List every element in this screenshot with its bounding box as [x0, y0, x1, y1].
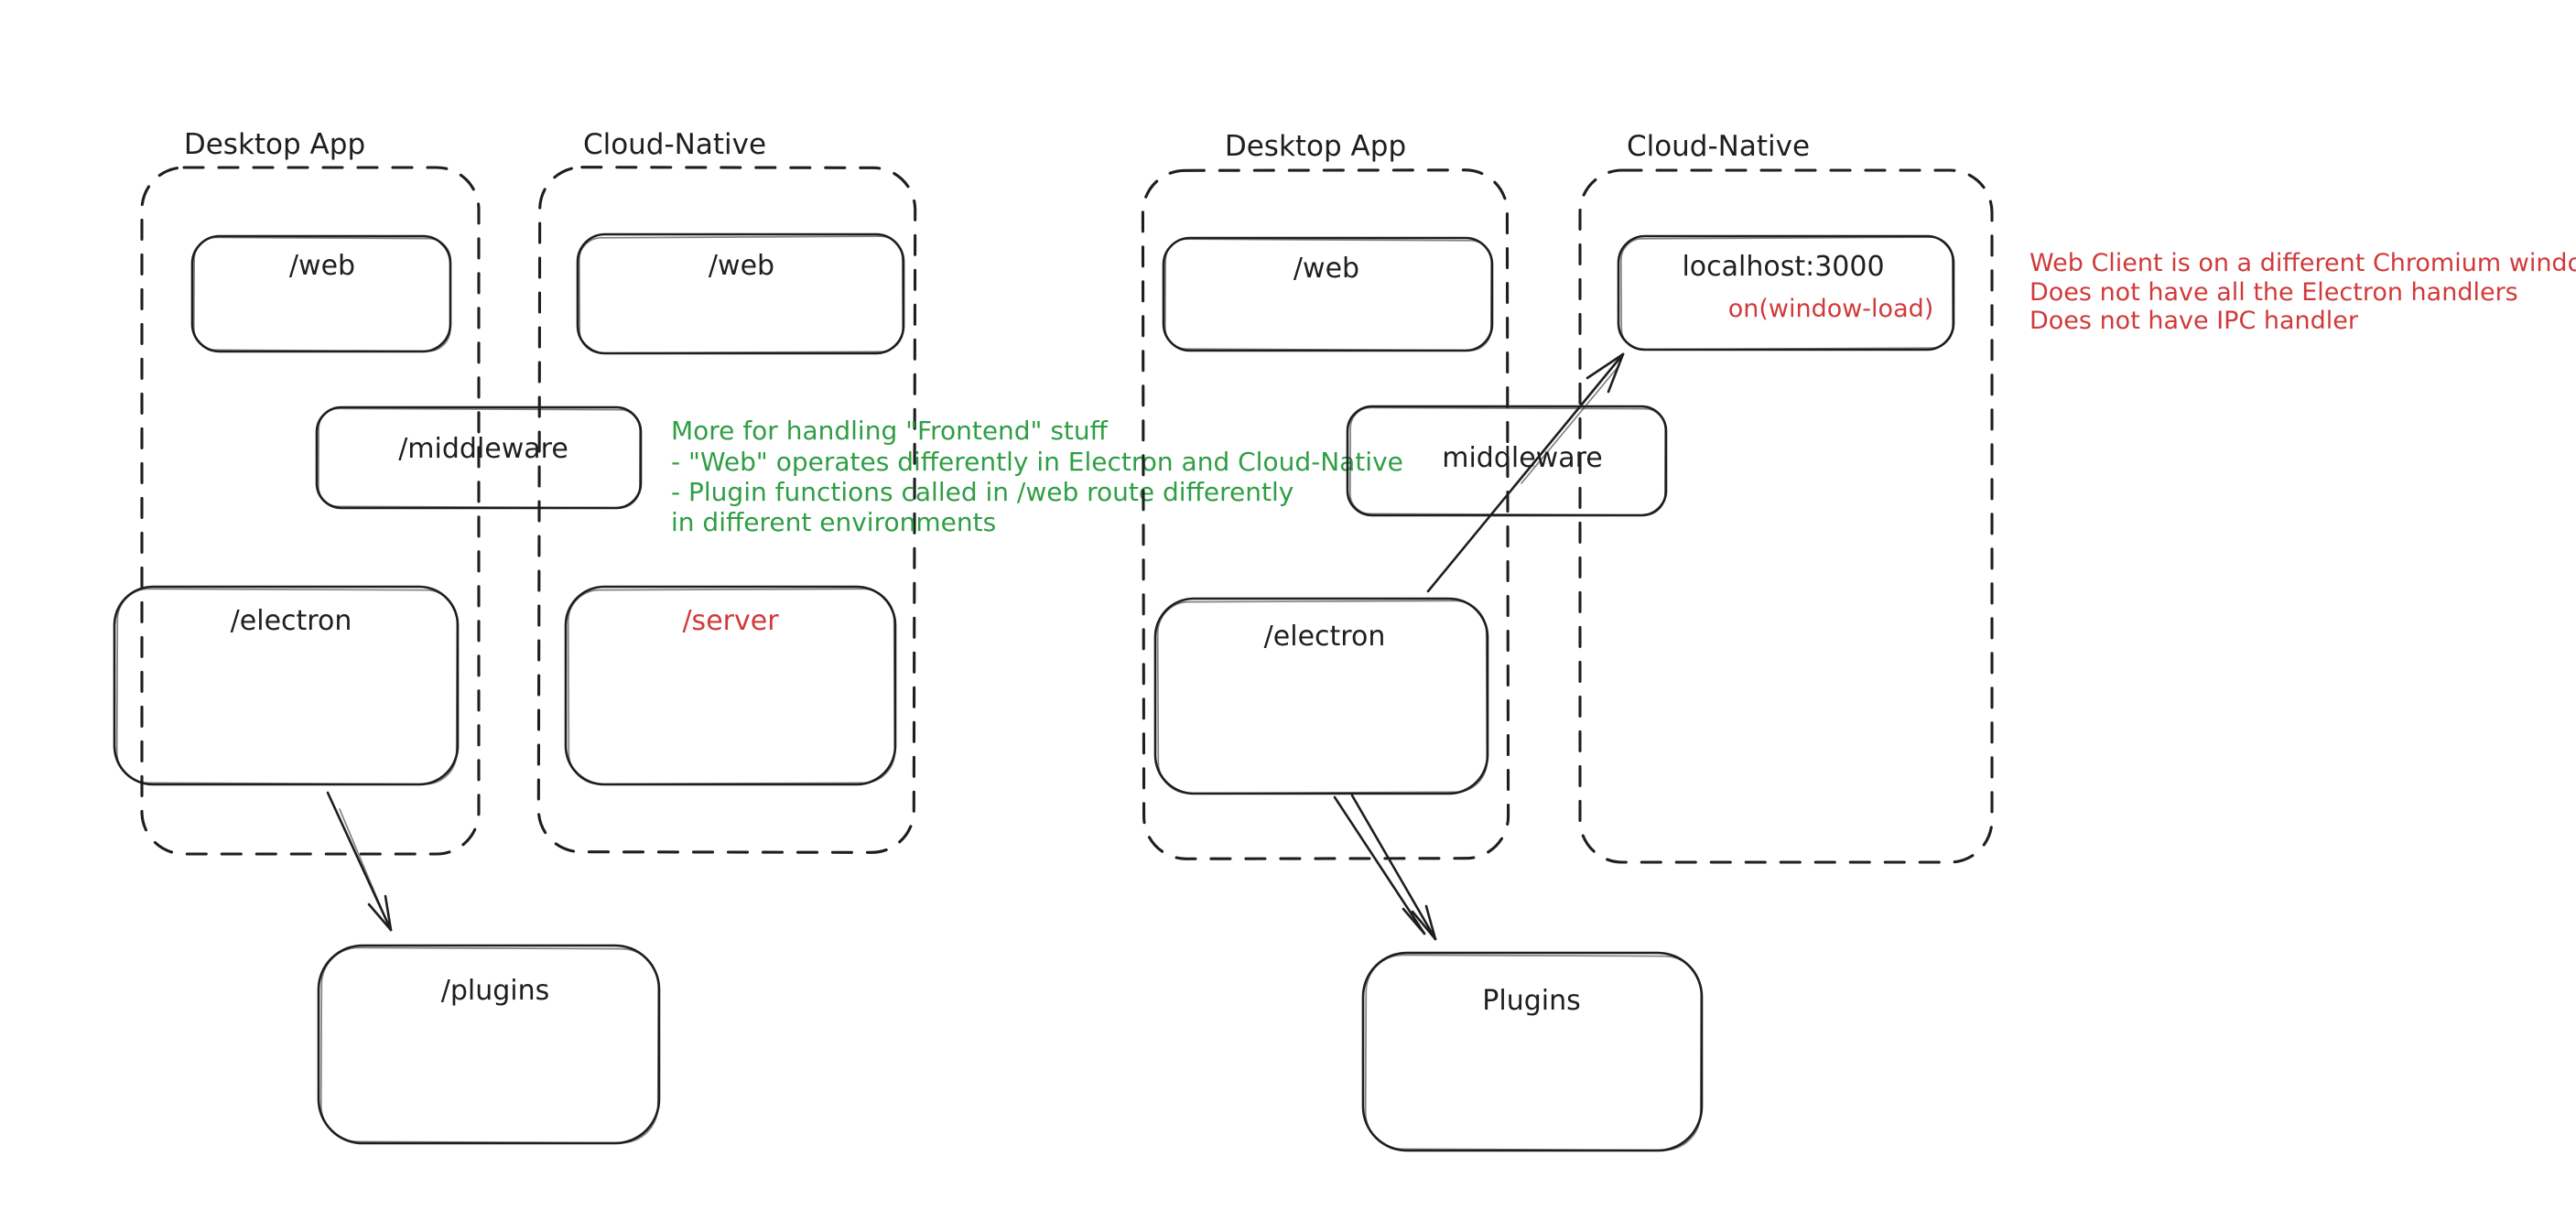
left-green-note: More for handling "Frontend" stuff - "We…	[671, 416, 1403, 537]
right-window-load-label: on(window-load)	[1728, 295, 1934, 323]
right-localhost-box: localhost:3000 on(window-load)	[1617, 234, 1955, 351]
left-middleware-label: /middleware	[398, 433, 568, 465]
left-plugins-label: /plugins	[441, 975, 550, 1007]
left-cloud-native-label: Cloud-Native	[583, 128, 766, 161]
right-cloud-native-container	[1578, 168, 1994, 864]
right-plugins-label: Plugins	[1482, 985, 1580, 1017]
left-desktop-app-container	[140, 166, 481, 856]
green-note-line-2: - "Web" operates differently in Electron…	[671, 447, 1403, 477]
left-web-desktop-box: /web	[190, 234, 452, 353]
red-note-line-2: Does not have all the Electron handlers	[2029, 278, 2518, 307]
right-middleware-label: middleware	[1442, 442, 1603, 474]
right-red-note: Web Client is on a different Chromium wi…	[2029, 249, 2576, 335]
green-note-line-4: in different environments	[671, 507, 996, 537]
right-electron-label: /electron	[1264, 621, 1386, 653]
right-desktop-app-container	[1141, 168, 1510, 860]
left-plugins-box: /plugins	[317, 944, 661, 1145]
left-server-label: /server	[682, 605, 779, 637]
right-web-box: /web	[1162, 236, 1494, 352]
left-web-desktop-label: /web	[289, 250, 355, 282]
left-web-cloud-box: /web	[576, 232, 905, 355]
right-electron-to-plugins-arrow	[1333, 794, 1437, 941]
red-note-line-3: Does not have IPC handler	[2029, 307, 2359, 335]
right-web-label: /web	[1293, 253, 1359, 285]
right-electron-box: /electron	[1153, 597, 1489, 795]
left-server-box: /server	[564, 585, 897, 786]
green-note-line-3: - Plugin functions called in /web route …	[671, 477, 1293, 507]
green-note-line-1: More for handling "Frontend" stuff	[671, 416, 1109, 446]
right-desktop-app-label: Desktop App	[1225, 130, 1406, 163]
left-desktop-app-label: Desktop App	[184, 128, 365, 161]
left-electron-to-plugins-arrow	[326, 791, 393, 932]
right-electron-to-localhost-arrow	[1426, 352, 1625, 593]
left-electron-box: /electron	[113, 585, 460, 786]
right-cloud-native-label: Cloud-Native	[1627, 130, 1810, 163]
left-middleware-box: /middleware	[315, 405, 643, 510]
red-note-line-1: Web Client is on a different Chromium wi…	[2029, 249, 2576, 277]
right-localhost-label: localhost:3000	[1682, 251, 1884, 283]
right-plugins-box: Plugins	[1361, 951, 1704, 1152]
left-cloud-native-container	[536, 166, 917, 854]
left-electron-label: /electron	[231, 605, 352, 637]
right-middleware-box: middleware	[1346, 405, 1668, 517]
left-web-cloud-label: /web	[709, 250, 774, 282]
